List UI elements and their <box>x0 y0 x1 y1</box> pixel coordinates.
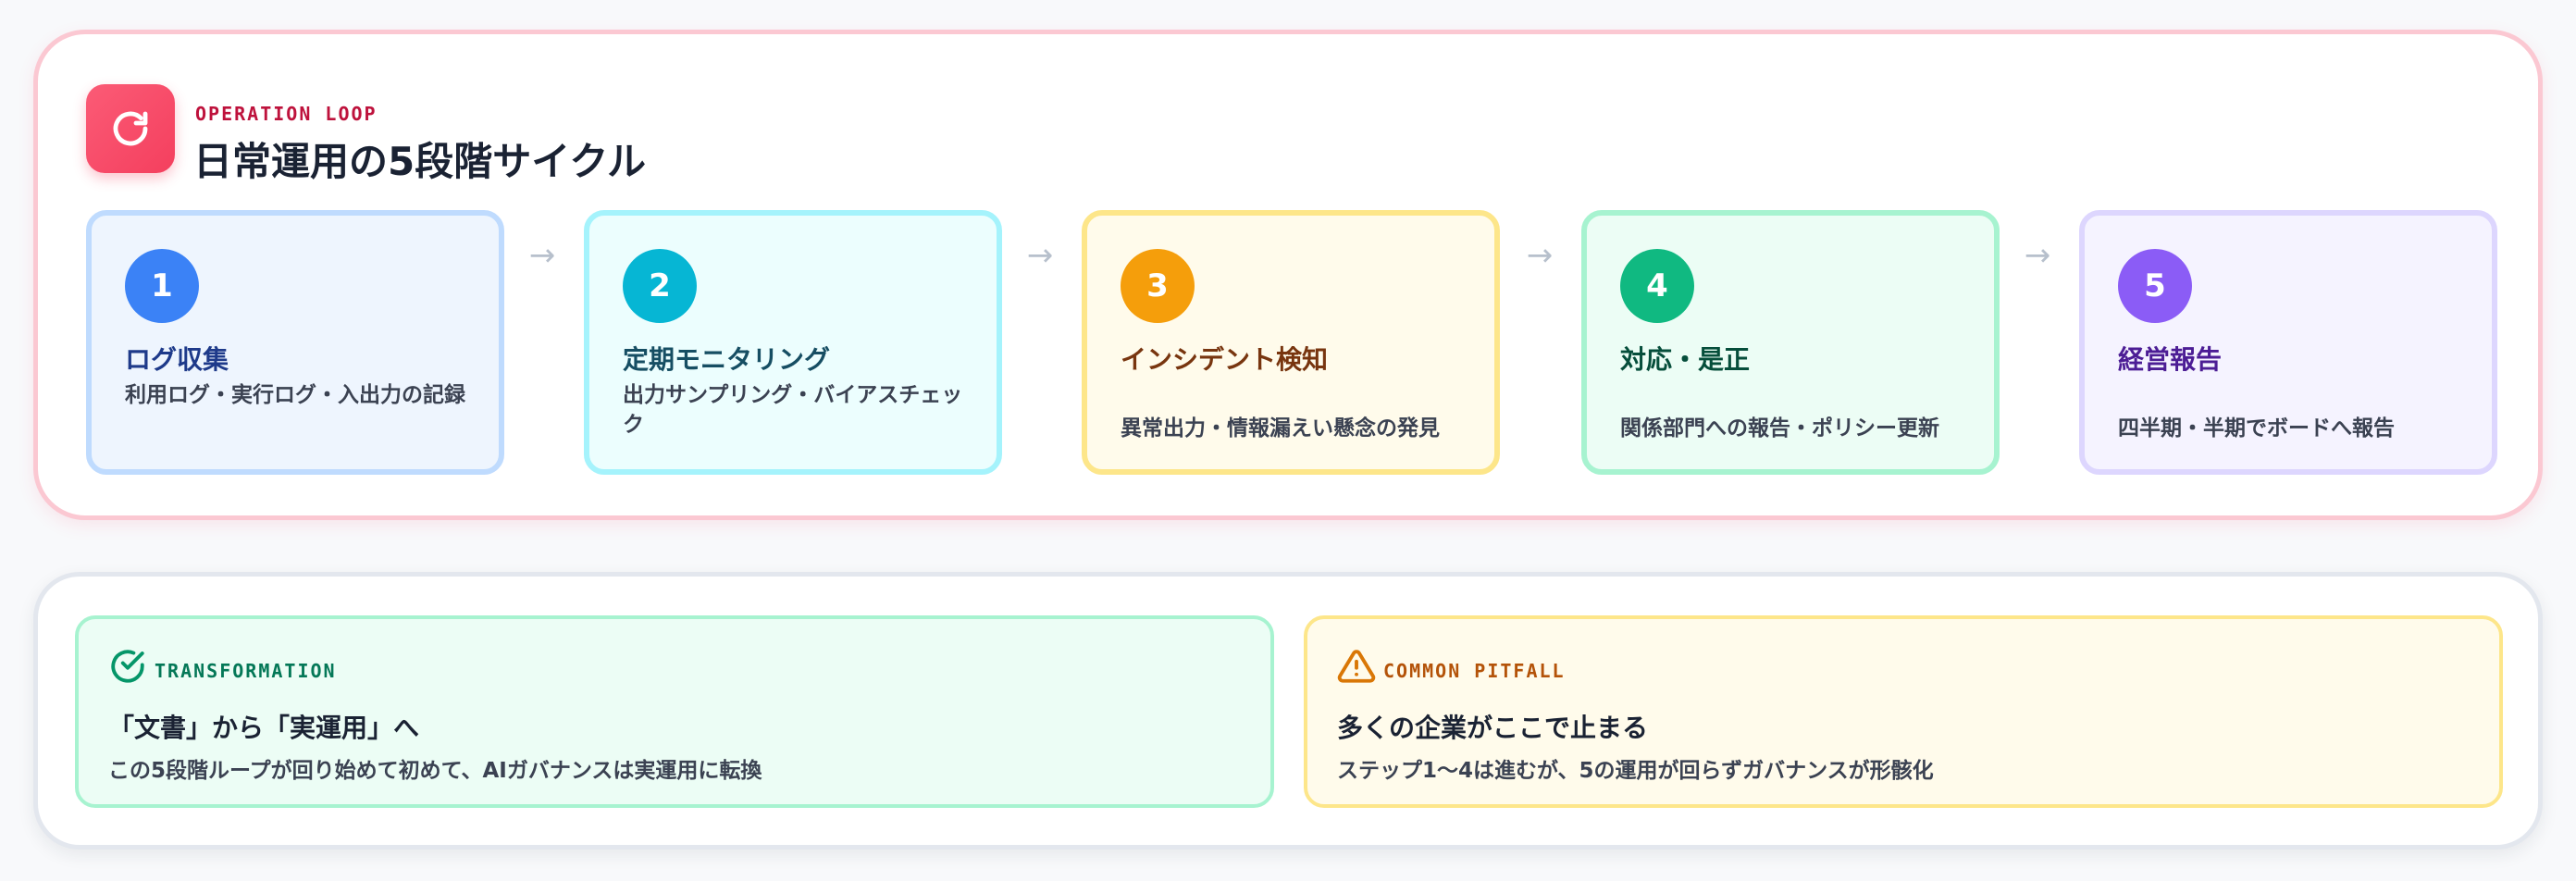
pitfall-description: ステップ1〜4は進むが、5の運用が回らずガバナンスが形骸化 <box>1337 759 1934 783</box>
step-title: 対応・是正 <box>1620 344 1751 375</box>
step-description: 利用ログ・実行ログ・入出力の記録 <box>125 383 465 407</box>
pitfall-panel: COMMON PITFALL 多くの企業がここで止まる ステップ1〜4は進むが、… <box>1304 615 2503 808</box>
arrow-right-icon: → <box>1526 237 1554 274</box>
loop-title: 日常運用の5段階サイクル <box>193 139 647 184</box>
step-description: 関係部門への報告・ポリシー更新 <box>1620 416 1939 440</box>
loop-eyebrow: OPERATION LOOP <box>195 103 378 125</box>
step-number-badge: 5 <box>2118 249 2192 323</box>
arrow-right-icon: → <box>528 237 556 274</box>
pitfall-title: 多くの企業がここで止まる <box>1337 713 1649 743</box>
step-title: インシデント検知 <box>1121 344 1329 375</box>
step-card-3: 3 インシデント検知 異常出力・情報漏えい懸念の発見 <box>1082 210 1500 475</box>
step-number-badge: 3 <box>1121 249 1195 323</box>
pitfall-tag: COMMON PITFALL <box>1383 660 1566 682</box>
step-card-4: 4 対応・是正 関係部門への報告・ポリシー更新 <box>1581 210 2000 475</box>
step-title: 定期モニタリング <box>623 344 831 375</box>
refresh-icon <box>86 84 175 173</box>
step-card-1: 1 ログ収集 利用ログ・実行ログ・入出力の記録 <box>86 210 504 475</box>
transformation-tag: TRANSFORMATION <box>155 660 337 682</box>
step-description: 四半期・半期でボードへ報告 <box>2118 416 2395 440</box>
transformation-panel: TRANSFORMATION 「文書」から「実運用」へ この5段階ループが回り始… <box>75 615 1274 808</box>
arrow-right-icon: → <box>2024 237 2051 274</box>
operation-loop-card: OPERATION LOOP 日常運用の5段階サイクル 1 ログ収集 利用ログ・… <box>33 30 2543 520</box>
step-title: 経営報告 <box>2118 344 2223 375</box>
step-description: 異常出力・情報漏えい懸念の発見 <box>1121 416 1440 440</box>
step-number-badge: 4 <box>1620 249 1694 323</box>
summary-card: TRANSFORMATION 「文書」から「実運用」へ この5段階ループが回り始… <box>33 572 2543 850</box>
step-number-badge: 1 <box>125 249 199 323</box>
transformation-title: 「文書」から「実運用」へ <box>108 713 420 743</box>
warning-icon <box>1337 647 1376 686</box>
step-number-badge: 2 <box>623 249 697 323</box>
check-circle-icon <box>108 647 147 686</box>
transformation-description: この5段階ループが回り始めて初めて、AIガバナンスは実運用に転換 <box>108 759 762 783</box>
step-card-2: 2 定期モニタリング 出力サンプリング・バイアスチェック <box>584 210 1002 475</box>
step-card-5: 5 経営報告 四半期・半期でボードへ報告 <box>2079 210 2497 475</box>
step-description: 出力サンプリング・バイアスチェック <box>623 383 963 437</box>
arrow-right-icon: → <box>1026 237 1054 274</box>
step-title: ログ収集 <box>125 344 229 375</box>
